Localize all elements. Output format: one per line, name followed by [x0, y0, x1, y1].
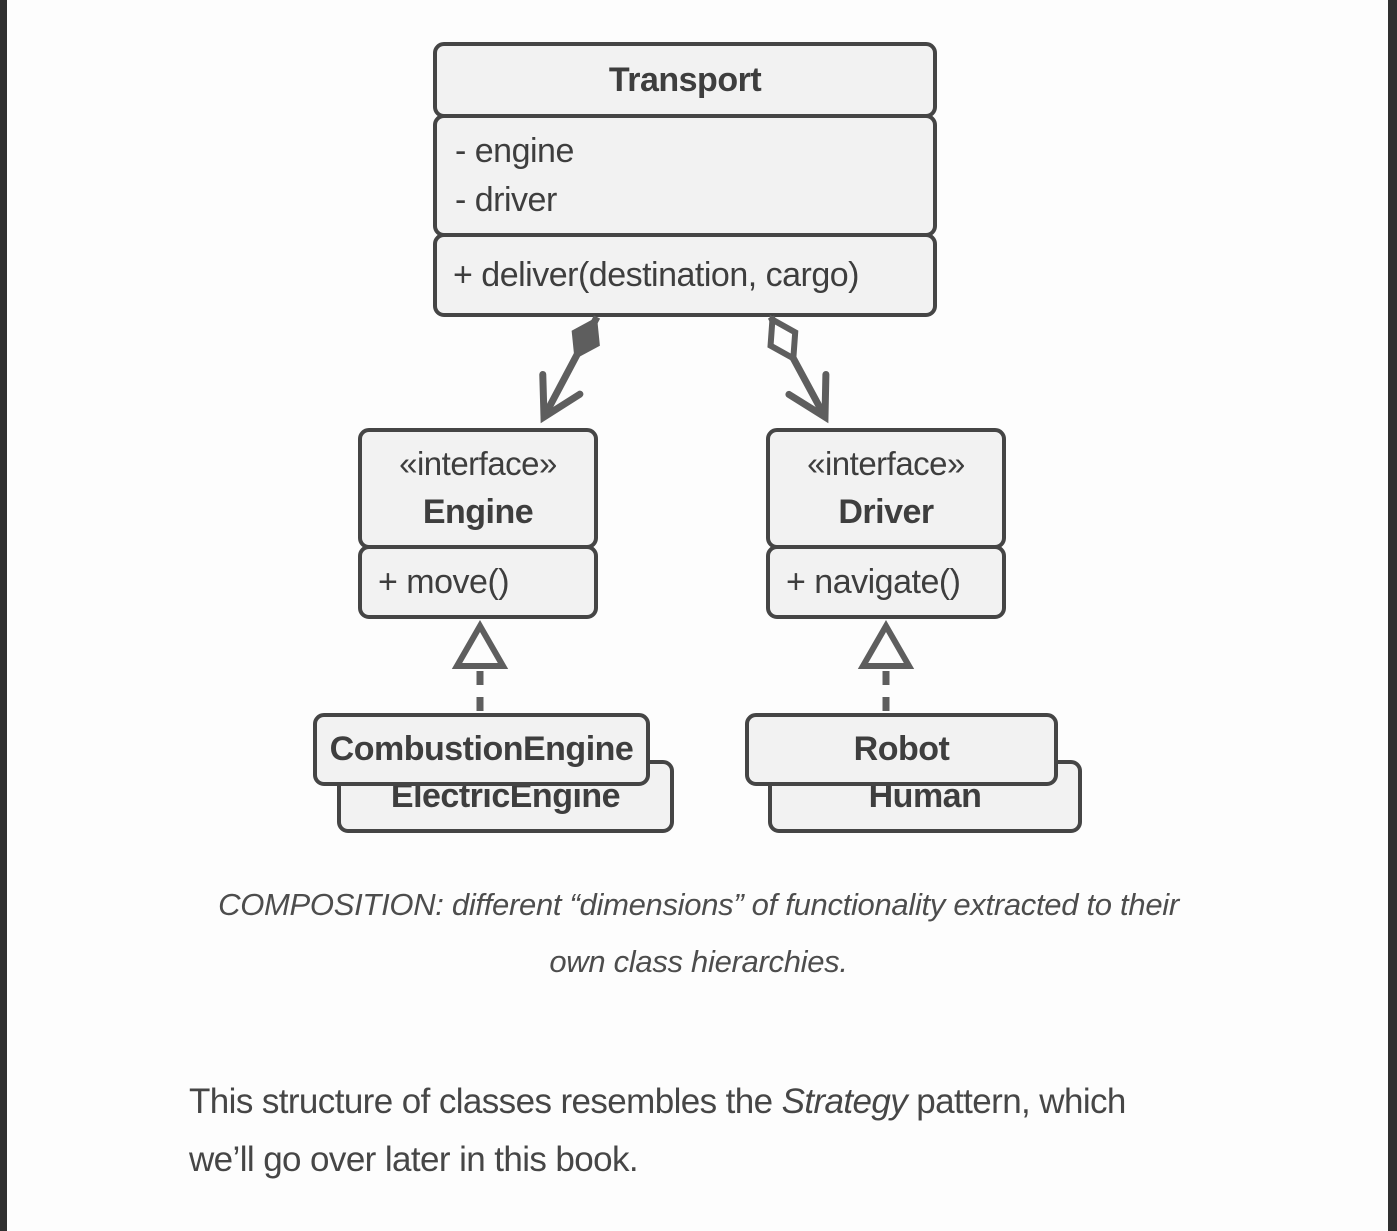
interface-engine-methods: + move() — [358, 545, 598, 619]
uml-composition-diagram: Transport - engine - driver + deliver(de… — [313, 42, 1082, 833]
body-paragraph: This structure of classes resembles the … — [189, 1073, 1319, 1189]
method-move: + move() — [378, 562, 510, 601]
class-combustionengine: CombustionEngine — [313, 713, 650, 786]
method-navigate: + navigate() — [786, 562, 961, 601]
aggregation-connector-transport-driver — [767, 314, 830, 424]
body-text-italic-strategy: Strategy — [781, 1082, 908, 1121]
class-transport-fields: - engine - driver — [433, 114, 937, 237]
right-edge-bar — [1388, 0, 1397, 1231]
body-text-before-italic: This structure of classes resembles the — [189, 1082, 782, 1121]
interface-engine: «interface» Engine + move() — [358, 428, 598, 619]
class-transport-title: Transport — [433, 42, 937, 118]
interface-driver-header: «interface» Driver — [766, 428, 1006, 549]
class-robot: Robot — [745, 713, 1058, 786]
figure-caption-line2: own class hierarchies. — [549, 944, 848, 979]
method-deliver: + deliver(destination, cargo) — [453, 255, 860, 294]
interface-driver-stereotype: «interface» — [807, 445, 965, 482]
class-transport: Transport - engine - driver + deliver(de… — [433, 42, 937, 317]
field-driver: - driver — [455, 181, 557, 219]
interface-engine-title: Engine — [422, 493, 534, 531]
interface-engine-header: «interface» Engine — [358, 428, 598, 549]
interface-driver: «interface» Driver + navigate() — [766, 428, 1006, 619]
interface-engine-stereotype: «interface» — [399, 445, 557, 482]
figure-caption: COMPOSITION: different “dimensions” of f… — [0, 876, 1397, 990]
field-engine: - engine — [455, 132, 574, 170]
interface-driver-methods: + navigate() — [766, 545, 1006, 619]
interface-driver-title: Driver — [838, 493, 934, 531]
composition-connector-transport-engine — [539, 315, 601, 424]
body-text-line2: we’ll go over later in this book. — [189, 1140, 639, 1179]
left-edge-bar — [0, 0, 7, 1231]
class-transport-methods: + deliver(destination, cargo) — [433, 233, 937, 317]
figure-caption-line1: COMPOSITION: different “dimensions” of f… — [218, 887, 1179, 922]
body-text-after-italic: pattern, which — [907, 1082, 1126, 1121]
